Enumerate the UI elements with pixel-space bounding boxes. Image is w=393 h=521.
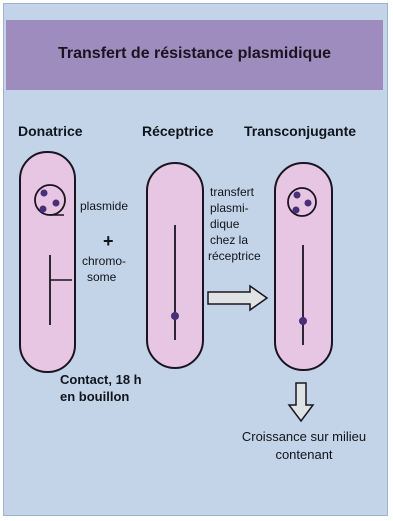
transfer-label-line2: plasmi- (210, 201, 249, 216)
transfer-label-line1: transfert (210, 185, 254, 200)
contact-label-line2: en bouillon (60, 389, 129, 405)
transconjugant-plasmid-dot (293, 207, 300, 214)
growth-label-line1: Croissance sur milieu (222, 428, 386, 446)
chromosome-label-line1: chromo- (82, 254, 126, 269)
transconjugant-plasmid-dot (305, 200, 312, 207)
donor-plasmid-dot (41, 190, 48, 197)
chromosome-label-line2: some (87, 270, 116, 285)
donor-plasmid-dot (40, 206, 47, 213)
transfer-label-line3: dique (210, 217, 239, 232)
plasmid-label: plasmide (80, 199, 128, 214)
plus-sign: + (103, 231, 114, 252)
recipient-chromosome-dot (171, 312, 179, 320)
donor-plasmid-dot (53, 200, 60, 207)
growth-arrow (289, 383, 313, 421)
transconjugant-plasmid-dot (294, 192, 301, 199)
transfer-label-line5: réceptrice (208, 249, 261, 264)
donor-cell (20, 152, 75, 372)
transconjugant-chromosome-dot (299, 317, 307, 325)
transconjugant-cell (275, 163, 332, 370)
growth-label-line2: contenant (222, 446, 386, 464)
contact-label-line1: Contact, 18 h (60, 372, 142, 388)
transfer-label-line4: chez la (210, 233, 248, 248)
transfer-arrow (208, 286, 267, 310)
recipient-cell (147, 163, 203, 368)
